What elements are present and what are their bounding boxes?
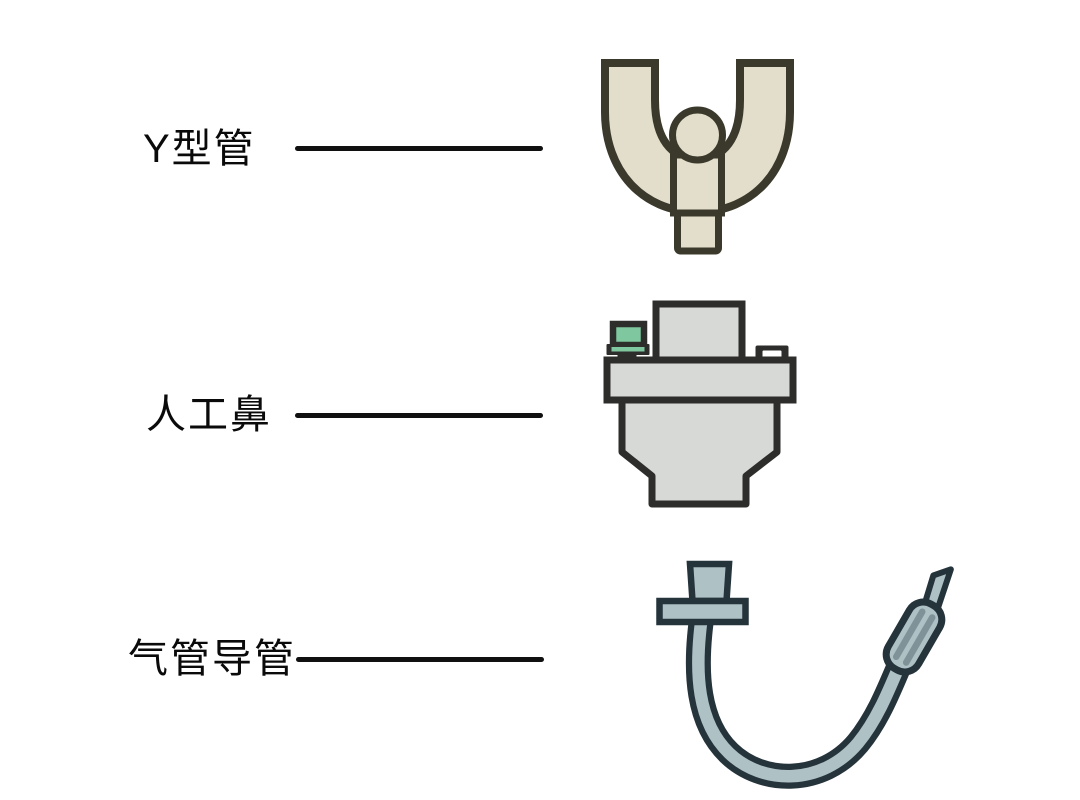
- y-connector-swivel-dome: [669, 106, 726, 164]
- pointer-line-artificial-nose: [295, 413, 543, 418]
- hme-top-connector: [652, 300, 746, 366]
- label-artificial-nose: 人工鼻: [146, 393, 272, 437]
- pointer-line-y-connector: [295, 146, 543, 151]
- hme-side-port-slot: [762, 350, 782, 358]
- hme-green-port-stripe: [611, 347, 645, 352]
- tube-cuff-stripes: [892, 608, 936, 666]
- hme-flange: [603, 356, 797, 404]
- tube-curve-lumen: [692, 616, 907, 783]
- tube-connector-flange: [656, 597, 749, 626]
- pointer-line-tracheal-tube: [296, 657, 544, 662]
- hme-filter-body: [618, 396, 781, 508]
- artificial-nose-illustration: [603, 300, 797, 508]
- tube-connector-hub: [686, 560, 733, 605]
- y-connector-bottom-port: [674, 209, 722, 255]
- hme-green-port-cap: [609, 320, 648, 349]
- label-y-connector: Y型管: [143, 127, 256, 171]
- tracheal-tube-illustration: [656, 560, 954, 789]
- tube-cuff-balloon: [882, 598, 946, 676]
- label-tracheal-tube: 气管导管: [128, 637, 296, 681]
- y-connector-illustration: [601, 59, 794, 255]
- y-connector-center-port: [670, 151, 725, 217]
- hme-green-port: [606, 320, 650, 364]
- tube-cuff: [882, 598, 946, 676]
